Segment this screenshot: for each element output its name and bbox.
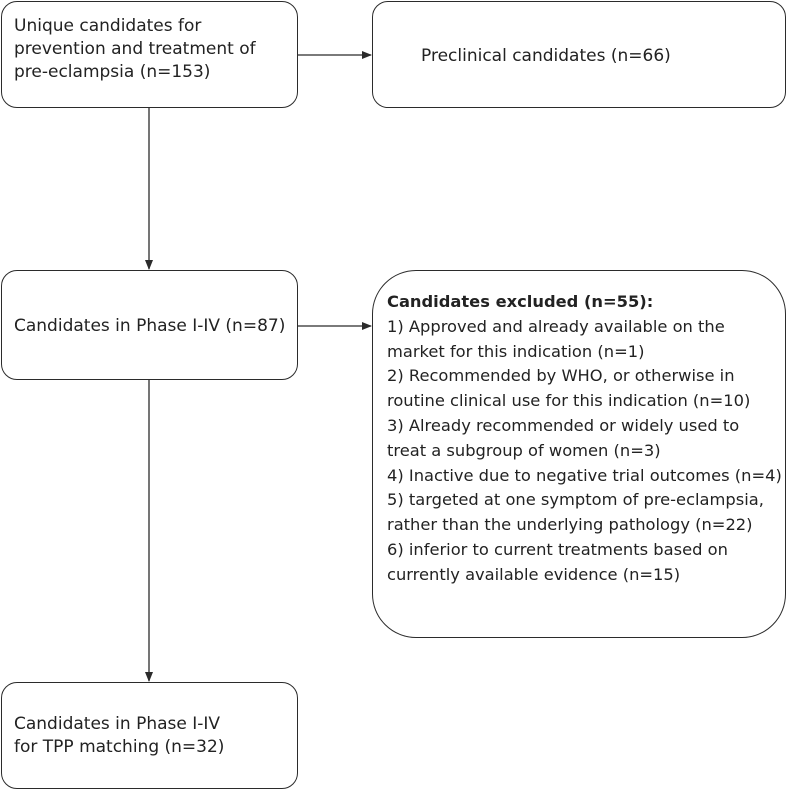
preclinical-candidates-label: Preclinical candidates (n=66) — [421, 46, 671, 66]
excluded-line-1: 1) Approved and already available on the — [387, 316, 725, 336]
excluded-title: Candidates excluded (n=55): — [387, 292, 654, 311]
tpp-matching-line-1: Candidates in Phase I-IV — [14, 714, 221, 734]
phase-candidates-label: Candidates in Phase I-IV (n=87) — [14, 316, 286, 336]
excluded-line-4: routine clinical use for this indication… — [387, 391, 751, 411]
excluded-line-3: 2) Recommended by WHO, or otherwise in — [387, 366, 735, 386]
unique-candidates-line-3: pre-eclampsia (n=153) — [14, 62, 211, 82]
excluded-line-5: 3) Already recommended or widely used to — [387, 415, 740, 435]
excluded-line-10: 6) inferior to current treatments based … — [387, 539, 728, 559]
excluded-line-7: 4) Inactive due to negative trial outcom… — [387, 465, 782, 485]
excluded-candidates-box: Candidates excluded (n=55): 1) Approved … — [372, 270, 786, 638]
excluded-line-8: 5) targeted at one symptom of pre-eclamp… — [387, 490, 764, 510]
excluded-line-11: currently available evidence (n=15) — [387, 564, 681, 584]
unique-candidates-box: Unique candidates for prevention and tre… — [1, 1, 298, 108]
preclinical-candidates-box: Preclinical candidates (n=66) — [372, 1, 786, 108]
excluded-line-6: treat a subgroup of women (n=3) — [387, 440, 661, 460]
tpp-matching-box: Candidates in Phase I-IV for TPP matchin… — [1, 682, 298, 789]
excluded-line-2: market for this indication (n=1) — [387, 341, 645, 361]
unique-candidates-line-1: Unique candidates for — [14, 16, 202, 36]
tpp-matching-line-2: for TPP matching (n=32) — [14, 737, 225, 757]
phase-candidates-box: Candidates in Phase I-IV (n=87) — [1, 270, 298, 380]
unique-candidates-line-2: prevention and treatment of — [14, 39, 256, 59]
excluded-line-9: rather than the underlying pathology (n=… — [387, 515, 753, 535]
